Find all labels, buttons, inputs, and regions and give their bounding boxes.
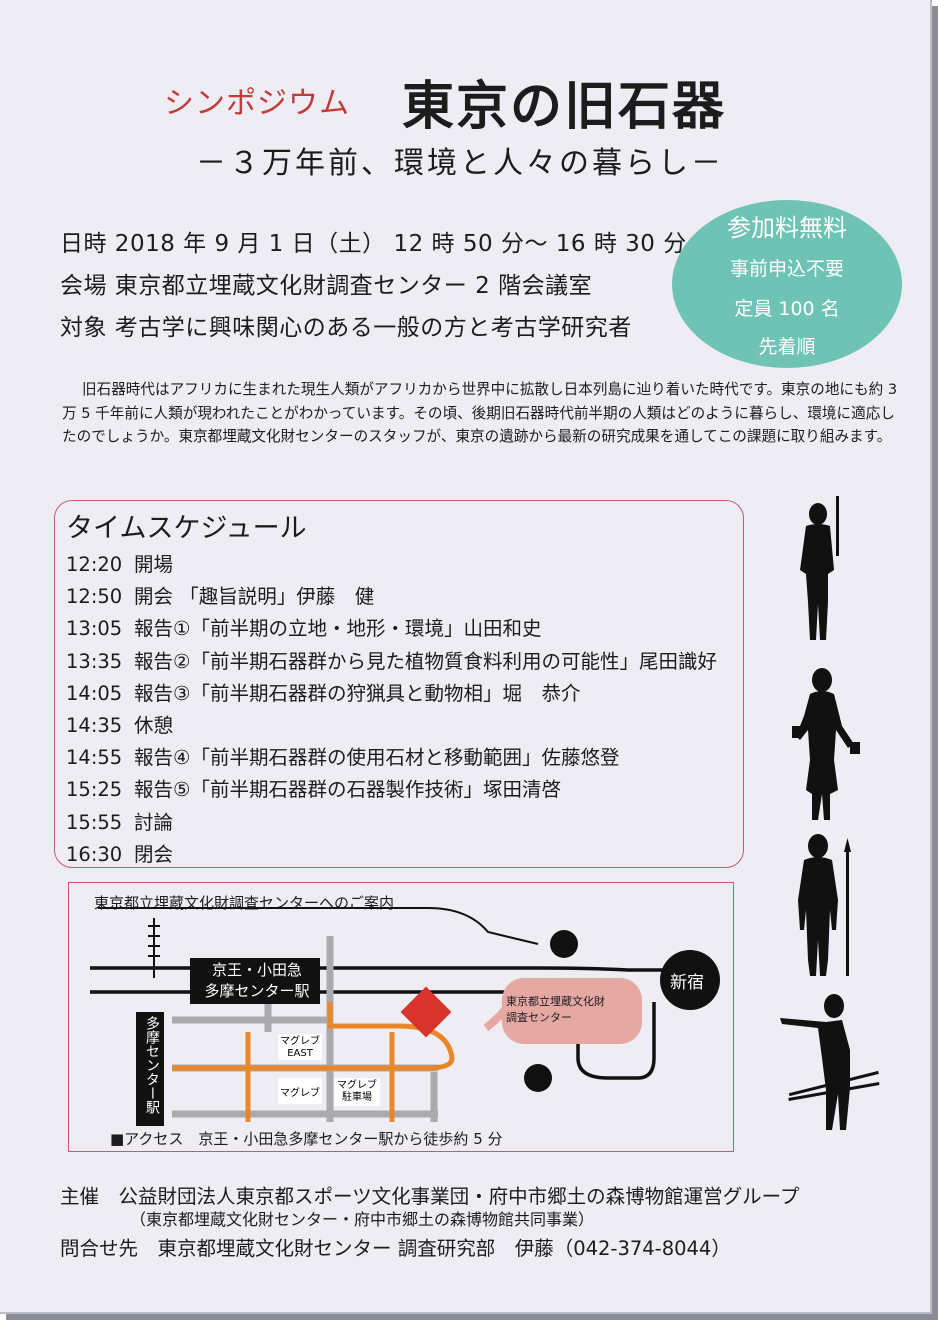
- schedule-row: 15:55 討論: [66, 806, 173, 835]
- schedule-item: 報告①「前半期の立地・地形・環境」山田和史: [134, 617, 542, 641]
- building-parking-line2: 駐車場: [342, 1092, 372, 1103]
- schedule-row: 15:25 報告⑤「前半期石器群の石器製作技術」塚田清啓: [66, 773, 561, 802]
- schedule-item: 報告③「前半期石器群の狩猟具と動物相」堀 恭介: [134, 681, 581, 705]
- schedule-row: 16:30 閉会: [66, 838, 173, 867]
- building-east-line2: EAST: [287, 1048, 313, 1059]
- schedule-item: 報告④「前半期石器群の使用石材と移動範囲」佐藤悠登: [134, 746, 620, 770]
- schedule-time: 13:05: [66, 617, 123, 641]
- schedule-row: 13:05 報告①「前半期の立地・地形・環境」山田和史: [66, 612, 541, 641]
- station-line2: 多摩センター駅: [204, 982, 310, 1000]
- schedule-time: 14:35: [66, 714, 123, 737]
- silhouettes: [780, 496, 880, 1130]
- station-dot-2: [524, 1064, 552, 1092]
- map-title-leader: [98, 907, 539, 945]
- intro-paragraph: 旧石器時代はアフリカに生まれた現生人類がアフリカから世界中に拡散し日本列島に辿り…: [62, 378, 900, 449]
- datetime-line: 日時 2018 年 9 月 1 日（土） 12 時 50 分～ 16 時 30 …: [60, 231, 687, 257]
- organizer-line: 主催 公益財団法人東京都スポーツ文化事業団・府中市郷土の森博物館運営グループ: [60, 1185, 800, 1208]
- schedule-time: 16:30: [66, 842, 123, 866]
- pointing-hunter-icon: [780, 994, 880, 1130]
- station-line1: 京王・小田急: [211, 961, 302, 979]
- schedule-time: 14:55: [66, 746, 123, 770]
- symposium-tag: シンポジウム: [164, 86, 350, 121]
- building-east: [278, 1034, 322, 1060]
- callout-line2: 調査センター: [506, 1011, 572, 1024]
- schedule-time: 12:20: [66, 553, 123, 576]
- walking-route: [172, 1002, 455, 1122]
- contact-line: 問合せ先 東京都埋蔵文化財センター 調査研究部 伊藤（042-374-8044）: [60, 1237, 731, 1260]
- vertical-station-label: 多摩センター駅: [144, 1016, 160, 1114]
- vertical-station-box: [136, 1012, 164, 1126]
- schedule-item: 開会 「趣旨説明」伊藤 健: [134, 585, 375, 609]
- building-mid: [278, 1078, 322, 1104]
- station-label: 京王・小田急 多摩センター駅: [194, 960, 320, 1002]
- schedule-time: 14:05: [66, 681, 123, 705]
- schedule-item: 報告②「前半期石器群から見た植物質食料利用の可能性」尾田識好: [134, 649, 717, 673]
- rail-ties: [148, 925, 160, 957]
- schedule-row: 14:05 報告③「前半期石器群の狩猟具と動物相」堀 恭介: [66, 677, 580, 706]
- map-diagram: [90, 907, 720, 1126]
- audience-line: 対象 考古学に興味関心のある一般の方と考古学研究者: [60, 315, 632, 341]
- spear-bearer-icon: [798, 834, 851, 976]
- schedule-item: 討論: [134, 810, 174, 834]
- admission-badge: 参加料無料 事前申込不要 定員 100 名 先着順: [672, 200, 902, 368]
- schedule-item: 開場: [134, 553, 174, 576]
- page-shadow-bottom: [6, 1314, 938, 1320]
- flyer-tagline: －３万年前、環境と人々の暮らし－: [196, 146, 724, 181]
- access-map: [68, 882, 734, 1152]
- schedule-item: 休憩: [134, 714, 174, 737]
- shinjuku-circle: [660, 950, 720, 1010]
- badge-no-reservation: 事前申込不要: [729, 258, 844, 280]
- figure-holding-tools-icon: [792, 668, 860, 820]
- venue-line: 会場 東京都立埋蔵文化財調査センター 2 階会議室: [60, 273, 593, 299]
- building-parking-line1: マグレブ: [337, 1080, 377, 1091]
- schedule-item: 閉会: [134, 842, 174, 866]
- joint-project-line: （東京都埋蔵文化財センター・府中市郷土の森博物館共同事業）: [130, 1210, 595, 1229]
- access-note: ■アクセス 京王・小田急多摩センター駅から徒歩約 5 分: [110, 1130, 503, 1148]
- station-dot-1: [550, 930, 578, 958]
- schedule-row: 12:50 開会 「趣旨説明」伊藤 健: [66, 580, 374, 609]
- schedule-row: 14:35 休憩: [66, 709, 173, 738]
- schedule-title: タイムスケジュール: [66, 513, 307, 544]
- station-label-box: [190, 958, 320, 1004]
- badge-first-come: 先着順: [758, 336, 816, 358]
- callout-bubble: [502, 978, 642, 1044]
- schedule-row: 14:55 報告④「前半期石器群の使用石材と移動範囲」佐藤悠登: [66, 741, 619, 770]
- schedule-row: 12:20 開場: [66, 548, 173, 577]
- building-parking: [334, 1078, 380, 1106]
- railway-to-shinjuku-1: [537, 966, 666, 972]
- intro-text: 旧石器時代はアフリカに生まれた現生人類がアフリカから世界中に拡散し日本列島に辿り…: [62, 381, 898, 445]
- shinjuku-label: 新宿: [670, 973, 704, 993]
- callout-line1: 東京都立埋蔵文化財: [506, 995, 605, 1008]
- destination-marker: [400, 986, 452, 1038]
- callout-label: 東京都立埋蔵文化財 調査センター: [506, 994, 636, 1026]
- page-shadow-right: [932, 6, 938, 1320]
- building-east-line1: マグレブ: [280, 1036, 320, 1047]
- building-east-label: マグレブ EAST: [278, 1036, 322, 1060]
- schedule-row: 13:35 報告②「前半期石器群から見た植物質食料利用の可能性」尾田識好: [66, 645, 717, 674]
- badge-capacity: 定員 100 名: [734, 298, 840, 320]
- schedule-box: [54, 500, 744, 868]
- building-mid-label: マグレブ: [280, 1088, 320, 1099]
- schedule-time: 13:35: [66, 649, 123, 673]
- schedule-time: 15:55: [66, 810, 123, 834]
- badge-free: 参加料無料: [727, 214, 847, 242]
- building-parking-label: マグレブ 駐車場: [334, 1080, 380, 1104]
- schedule-item: 報告⑤「前半期石器群の石器製作技術」塚田清啓: [134, 778, 561, 802]
- standing-figure-icon: [800, 496, 839, 640]
- schedule-time: 12:50: [66, 585, 123, 609]
- schedule-time: 15:25: [66, 778, 123, 802]
- flyer-title: 東京の旧石器: [402, 77, 727, 137]
